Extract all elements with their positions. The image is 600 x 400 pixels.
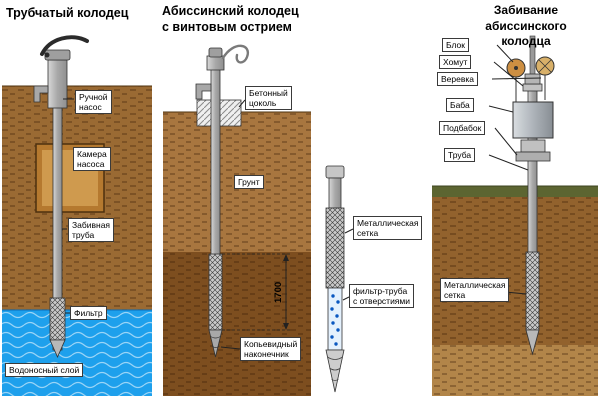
middle-pump-head [206, 55, 225, 71]
pulley-spokes [538, 59, 552, 73]
right-panel-title: Забивание абиссинского колодца [452, 3, 600, 50]
ram-weight [512, 101, 554, 139]
left-well-tip [49, 339, 66, 358]
spear-tip-threads [209, 335, 222, 348]
detail-leader-lines [342, 228, 354, 301]
pump-handle-icon [40, 35, 89, 56]
right-topsoil-strip [432, 186, 598, 197]
left-water-texture [2, 310, 152, 396]
anvil-flange [515, 151, 551, 162]
drive-head [524, 73, 541, 85]
curved-handle-icon [221, 44, 250, 64]
left-leader-lines [62, 98, 74, 314]
right-soil-lower-texture [432, 345, 598, 396]
label-aquifer: Водоносный слой [5, 363, 84, 378]
right-title-line1: Забивание абиссинского [485, 3, 567, 33]
label-soil: Грунт [234, 175, 264, 190]
detail-spiral-threads [327, 356, 343, 381]
pump-handle-pivot [44, 52, 50, 58]
label-ram: Баба [446, 98, 474, 113]
label-rope: Веревка [437, 72, 478, 87]
label-detail-filter-pipe: фильтр-труба с отверстиями [349, 284, 415, 309]
dimension-extension-lines [222, 253, 292, 331]
middle-panel-title: Абиссинский колодец с винтовым острием [162, 3, 299, 36]
detail-mesh-section [325, 207, 345, 289]
dimension-arrow-top [283, 254, 289, 261]
middle-soil-lower-texture [163, 252, 311, 396]
label-hand-pump: Ручной насос [75, 90, 112, 115]
middle-pipe [210, 63, 221, 257]
dimension-value: 1700 [273, 282, 284, 303]
middle-leader-lines [220, 99, 246, 350]
label-block: Блок [442, 38, 469, 53]
label-driven-pipe: Забивная труба [68, 218, 115, 243]
middle-panel-art: 1700 [163, 44, 311, 396]
right-leader-lines [488, 44, 542, 295]
detail-perforated-section [327, 287, 343, 351]
detail-spiral-tip [325, 349, 345, 393]
label-pump-chamber: Камера насоса [73, 147, 111, 172]
right-title-line2: колодца [501, 34, 551, 49]
right-soil-main-texture [432, 197, 598, 345]
middle-title-line2: с винтовым острием [162, 20, 292, 35]
middle-pump-cap [208, 47, 223, 58]
label-spear-tip: Копьевидный наконечник [240, 337, 302, 362]
detail-perforation-holes [330, 294, 340, 346]
left-panel-art [2, 35, 152, 396]
dimension-arrow-bottom [283, 323, 289, 330]
anvil-collar [520, 139, 546, 153]
label-pipe: Труба [444, 148, 476, 163]
label-detail-metal-mesh: Металлическая сетка [353, 216, 423, 241]
left-pump-body [47, 59, 68, 109]
filter-pipe-detail-art [325, 165, 354, 393]
left-panel-title: Трубчатый колодец [6, 6, 129, 20]
middle-pump-spout [195, 83, 212, 100]
spear-tip [208, 329, 223, 358]
detail-coupling [325, 165, 345, 179]
label-right-metal-mesh: Металлическая сетка [440, 278, 510, 303]
right-filter-mesh [525, 251, 540, 331]
left-pump-spout [33, 85, 49, 103]
detail-pipe-neck [328, 177, 342, 209]
label-concrete-base: Бетонный цоколь [245, 86, 292, 111]
middle-filter-mesh [208, 253, 223, 331]
right-well-tip [525, 329, 540, 356]
left-filter-mesh [49, 297, 66, 341]
label-anvil: Подбабок [439, 121, 486, 136]
pulley-axle [514, 66, 518, 70]
right-panel-art [432, 35, 598, 396]
clamp-part [522, 83, 543, 92]
label-clamp: Хомут [439, 55, 472, 70]
label-filter: Фильтр [70, 306, 107, 321]
middle-title-line1: Абиссинский колодец [162, 4, 299, 18]
